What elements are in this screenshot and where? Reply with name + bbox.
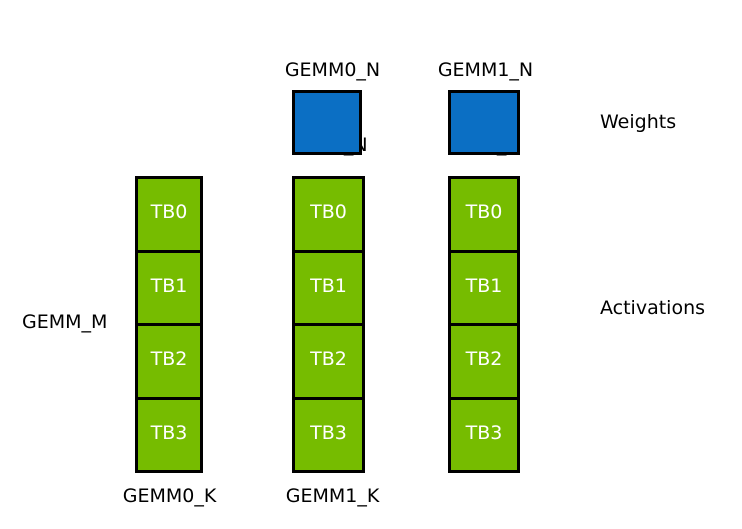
tb-cell-label: TB0: [465, 201, 503, 224]
tb-cell: TB1: [138, 252, 200, 326]
tb-cell: TB2: [138, 326, 200, 400]
gemm1-weight-tile: [448, 90, 520, 155]
tb-cell-label: TB1: [465, 274, 503, 297]
tb-cell-label: TB0: [150, 201, 188, 224]
gemm0-weight-tile: [292, 90, 362, 155]
activations-column-0: TB0 TB1 TB2 TB3: [135, 176, 203, 473]
activations-column-1: TB0 TB1 TB2 TB3: [292, 176, 365, 473]
weights-row-label: Weights: [600, 111, 677, 133]
tb-cell: TB1: [451, 252, 517, 326]
tb-cell-label: TB3: [150, 421, 188, 444]
tb-cell: TB3: [451, 399, 517, 470]
tb-cell: TB0: [451, 179, 517, 253]
tb-cell-label: TB3: [465, 421, 503, 444]
tb-cell: TB2: [295, 326, 362, 400]
tb-cell-label: TB1: [310, 274, 347, 297]
tb-cell: TB2: [451, 326, 517, 400]
gemm1-n-header-line1: GEMM1_N: [437, 59, 534, 81]
gemm0-k-label: GEMM0_K: [122, 485, 217, 507]
tb-cell-label: TB2: [310, 348, 347, 371]
tb-cell-label: TB2: [150, 348, 188, 371]
activations-column-2: TB0 TB1 TB2 TB3: [448, 176, 520, 473]
tb-cell-label: TB0: [310, 201, 347, 224]
tb-cell: TB3: [295, 399, 362, 470]
tb-cell-label: TB3: [310, 421, 347, 444]
tb-cell: TB1: [295, 252, 362, 326]
tb-cell-label: TB1: [150, 274, 188, 297]
tb-cell: TB0: [295, 179, 362, 253]
gemm1-k-label: GEMM1_K: [285, 485, 380, 507]
tb-cell-label: TB2: [465, 348, 503, 371]
tb-cell: TB3: [138, 399, 200, 470]
tb-cell: TB0: [138, 179, 200, 253]
activations-row-label: Activations: [600, 297, 706, 319]
gemm-m-label: GEMM_M: [22, 311, 108, 333]
gemm0-n-header-line1: GEMM0_N: [284, 59, 381, 81]
